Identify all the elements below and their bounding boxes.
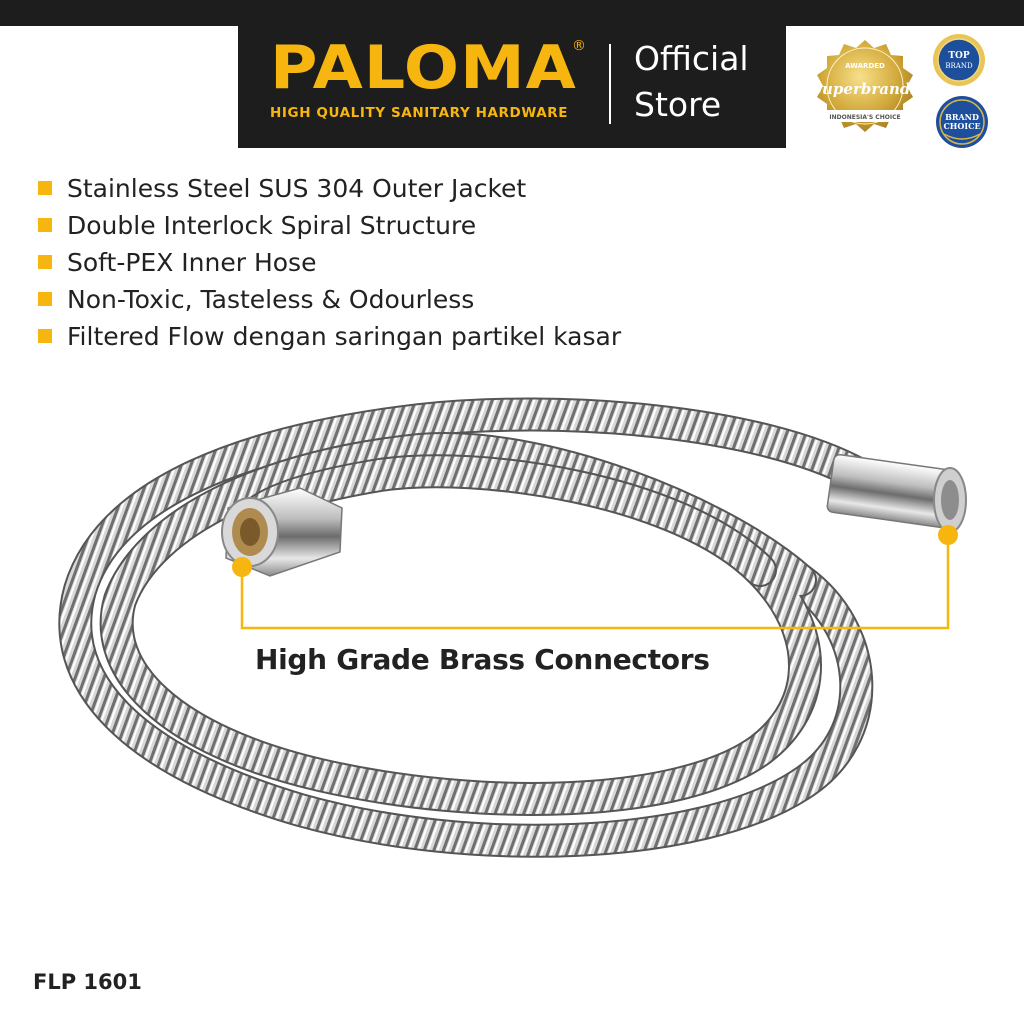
superbrands-top-text: AWARDED: [845, 62, 885, 70]
store-label-line2: Store: [634, 85, 722, 124]
shower-hose-image: [58, 397, 967, 858]
feature-text: Double Interlock Spiral Structure: [67, 211, 477, 240]
store-label-line1: Official: [634, 39, 749, 78]
brand-choice-badge: BRAND CHOICE: [936, 96, 988, 148]
feature-item: Filtered Flow dengan saringan partikel k…: [38, 318, 621, 355]
right-connector: [826, 453, 967, 533]
bullet-square-icon: [38, 218, 52, 232]
feature-item: Double Interlock Spiral Structure: [38, 207, 621, 244]
feature-list: Stainless Steel SUS 304 Outer Jacket Dou…: [38, 170, 621, 355]
brand-choice-line1: BRAND: [945, 112, 979, 122]
brand-header: PALOMA ® HIGH QUALITY SANITARY HARDWARE …: [238, 26, 786, 148]
superbrands-ribbon-text: INDONESIA'S CHOICE: [829, 114, 900, 121]
registered-mark: ®: [572, 38, 586, 54]
official-store-label: Official Store: [634, 36, 774, 128]
brand-choice-line2: CHOICE: [943, 121, 980, 131]
feature-item: Soft-PEX Inner Hose: [38, 244, 621, 281]
left-connector: [221, 487, 343, 577]
connector-callout-label: High Grade Brass Connectors: [255, 643, 710, 676]
top-bar: [0, 0, 1024, 26]
feature-text: Stainless Steel SUS 304 Outer Jacket: [67, 174, 527, 203]
header-divider: [609, 44, 611, 124]
bullet-square-icon: [38, 181, 52, 195]
top-brand-line2: BRAND: [945, 62, 973, 70]
top-brand-line1: TOP: [948, 51, 970, 61]
model-code: FLP 1601: [33, 970, 142, 994]
superbrands-badge: AWARDED Superbrands INDONESIA'S CHOICE: [811, 40, 919, 132]
bullet-square-icon: [38, 292, 52, 306]
feature-item: Stainless Steel SUS 304 Outer Jacket: [38, 170, 621, 207]
feature-item: Non-Toxic, Tasteless & Odourless: [38, 281, 621, 318]
feature-text: Filtered Flow dengan saringan partikel k…: [67, 322, 622, 351]
feature-text: Non-Toxic, Tasteless & Odourless: [67, 285, 475, 314]
feature-text: Soft-PEX Inner Hose: [67, 248, 317, 277]
bullet-square-icon: [38, 255, 52, 269]
brand-logo: PALOMA: [270, 33, 577, 103]
bullet-square-icon: [38, 329, 52, 343]
superbrands-name-text: Superbrands: [811, 80, 919, 98]
brand-tagline: HIGH QUALITY SANITARY HARDWARE: [270, 105, 569, 121]
top-brand-badge: TOP BRAND: [933, 34, 985, 86]
